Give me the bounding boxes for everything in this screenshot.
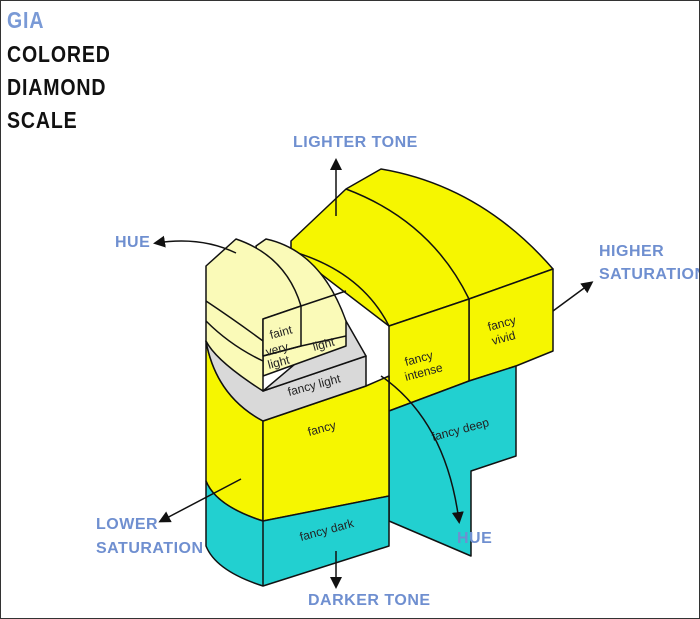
fancy-dark-block [205,480,390,587]
axis-higher-saturation-2: SATURATION [599,266,700,283]
arrow-hue-bottom [380,375,464,524]
title-line-1: COLORED [7,41,111,67]
arrow-higher-saturation [552,281,594,312]
arrow-lower-saturation [158,478,242,523]
label-fancy-vivid-2: vivid [490,328,517,348]
label-faint: faint [268,322,294,342]
axis-hue-bottom: HUE [457,530,493,547]
label-very-light-1: very [264,340,290,359]
axis-lower-saturation-2: SATURATION [96,540,204,557]
label-very-light-2: light [266,353,292,372]
axis-lower-saturation-1: LOWER [96,516,159,533]
arrow-hue-top [153,235,237,254]
fancy-deep-block [388,365,517,557]
axis-hue-top: HUE [115,234,151,251]
label-light: light [311,335,337,354]
title-line-2: DIAMOND [7,74,107,100]
axis-darker-tone: DARKER TONE [308,592,431,609]
axis-lighter-tone: LIGHTER TONE [293,134,418,151]
title-line-3: SCALE [7,107,78,133]
axis-higher-saturation-1: HIGHER [599,243,665,260]
fancy-light-slab [205,340,367,422]
title-brand: GIA [7,7,45,33]
